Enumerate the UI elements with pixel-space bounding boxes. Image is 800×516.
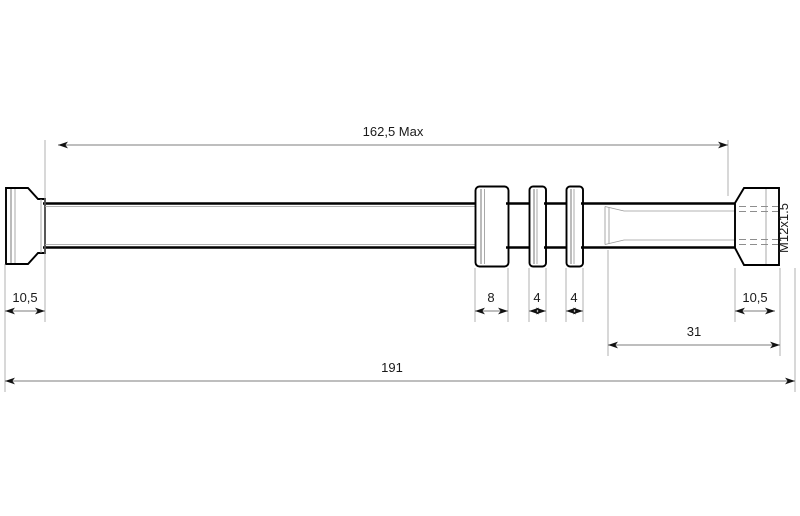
dimension-end-section: 31	[608, 324, 780, 349]
dimension-hex-nut: 8	[475, 290, 508, 315]
hex-nut-block	[474, 185, 510, 268]
annotation-thread-spec: M12x1.5	[776, 203, 791, 253]
washer-ring-two	[565, 185, 584, 268]
dimension-right-fitting: 10,5	[735, 290, 775, 315]
dimension-label-total-length: 191	[381, 360, 403, 375]
threaded-end-fitting	[734, 187, 780, 266]
tapered-hex-body	[581, 202, 740, 249]
dimension-label-end-section: 31	[687, 324, 701, 339]
dimension-label-washer-one: 4	[533, 290, 540, 305]
connector-segment-a	[506, 202, 532, 249]
dimension-total-length: 191	[5, 360, 795, 385]
dimension-overall-max: 162,5 Max	[58, 124, 728, 149]
dimension-label-washer-two: 4	[570, 290, 577, 305]
left-end-fitting	[5, 187, 46, 265]
part-geometry	[5, 185, 780, 268]
extension-lines	[4, 140, 796, 392]
dimension-washer-one: 4	[529, 290, 546, 315]
dimension-label-hex-nut: 8	[487, 290, 494, 305]
dimension-washer-two: 4	[566, 290, 583, 315]
dimension-left-fitting: 10,5	[5, 290, 45, 315]
dimension-label-right-fitting: 10,5	[742, 290, 767, 305]
thread-spec-label: M12x1.5	[776, 203, 791, 253]
dimension-label-left-fitting: 10,5	[12, 290, 37, 305]
dimension-label-overall-max: 162,5 Max	[363, 124, 424, 139]
washer-ring-one	[528, 185, 547, 268]
connector-segment-b	[544, 202, 569, 249]
hose-tube-body	[43, 202, 478, 249]
